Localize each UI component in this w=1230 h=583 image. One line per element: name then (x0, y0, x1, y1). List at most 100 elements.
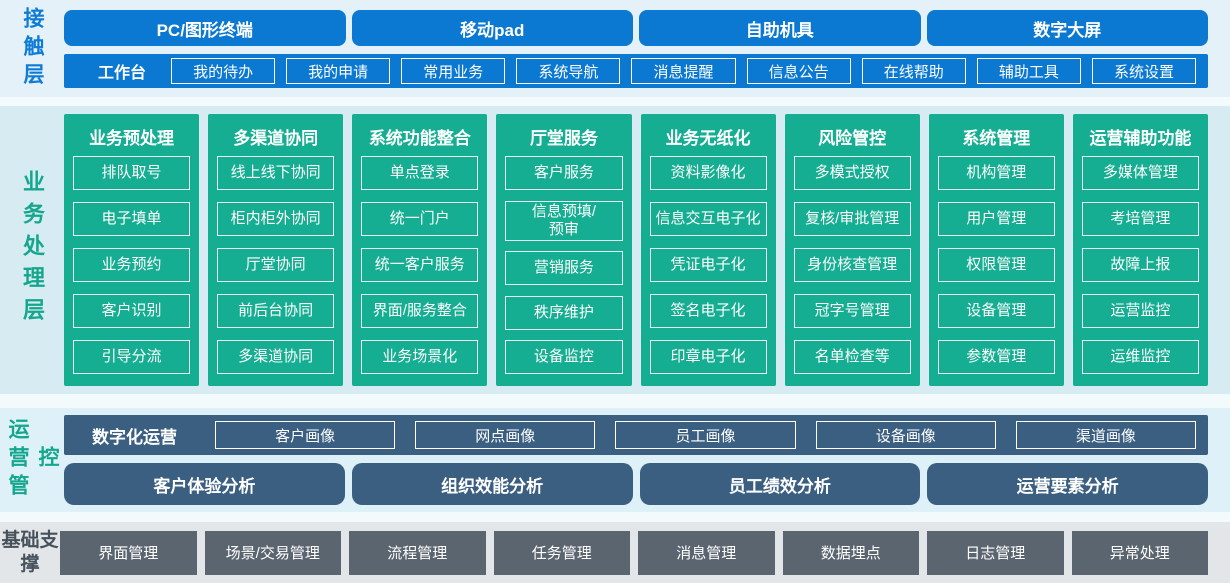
business-item-button[interactable]: 排队取号 (73, 156, 191, 190)
business-column: 厅堂服务 客户服务 信息预填/ 预审 营销服务 秩序维护 设备监控 (496, 114, 632, 386)
business-column: 运营辅助功能 多媒体管理 考培管理 故障上报 运营监控 运维监控 (1072, 114, 1208, 386)
workbench-item-button[interactable]: 我的待办 (171, 58, 276, 84)
business-item-button[interactable]: 资料影像化 (649, 156, 767, 190)
business-item-button[interactable]: 业务预约 (73, 248, 191, 282)
workbench-item-button[interactable]: 我的申请 (286, 58, 391, 84)
section-divider (0, 394, 1230, 408)
terminal-row: PC/图形终端 移动pad 自助机具 数字大屏 (64, 10, 1208, 46)
workbench-item-button[interactable]: 辅助工具 (976, 58, 1081, 84)
digital-operations-bar: 数字化运营 客户画像 网点画像 员工画像 设备画像 渠道画像 (64, 415, 1208, 455)
business-item-button[interactable]: 厅堂协同 (217, 248, 335, 282)
terminal-button[interactable]: PC/图形终端 (64, 10, 346, 46)
business-item-button[interactable]: 引导分流 (73, 340, 191, 374)
analysis-button[interactable]: 员工绩效分析 (639, 463, 921, 505)
business-column: 系统管理 机构管理 用户管理 权限管理 设备管理 参数管理 (928, 114, 1064, 386)
business-item-button[interactable]: 单点登录 (361, 156, 479, 190)
foundation-item-button[interactable]: 界面管理 (60, 530, 197, 575)
analysis-row: 客户体验分析 组织效能分析 员工绩效分析 运营要素分析 (64, 463, 1208, 505)
business-item-button[interactable]: 冠字号管理 (793, 294, 911, 328)
profile-button[interactable]: 网点画像 (415, 421, 596, 449)
business-item-button[interactable]: 多模式授权 (793, 156, 911, 190)
analysis-button[interactable]: 组织效能分析 (351, 463, 633, 505)
foundation-item-button[interactable]: 场景/交易管理 (204, 530, 341, 575)
foundation-item-button[interactable]: 流程管理 (349, 530, 486, 575)
business-item-button[interactable]: 业务场景化 (361, 340, 479, 374)
business-item-button[interactable]: 秩序维护 (505, 295, 623, 330)
business-item-button[interactable]: 信息预填/ 预审 (505, 200, 623, 241)
analysis-button[interactable]: 运营要素分析 (927, 463, 1208, 505)
workbench-item-button[interactable]: 系统导航 (516, 58, 621, 84)
operations-layer-section: 运营管控 数字化运营 客户画像 网点画像 员工画像 设备画像 渠道画像 客户体验… (0, 408, 1230, 512)
section-divider (0, 512, 1230, 522)
terminal-button[interactable]: 自助机具 (639, 10, 921, 46)
business-item-button[interactable]: 运营监控 (1081, 294, 1199, 328)
foundation-item-button[interactable]: 消息管理 (638, 530, 775, 575)
analysis-button[interactable]: 客户体验分析 (64, 463, 345, 505)
digital-operations-label: 数字化运营 (92, 427, 177, 447)
business-column-title: 风险管控 (818, 128, 887, 148)
operations-layer-label: 运营管控 (6, 418, 59, 502)
business-item-button[interactable]: 客户服务 (505, 156, 623, 190)
business-column-title: 业务无纸化 (665, 128, 751, 148)
business-item-button[interactable]: 信息交互电子化 (649, 202, 767, 236)
business-item-button[interactable]: 签名电子化 (649, 294, 767, 328)
business-item-button[interactable]: 前后台协同 (217, 294, 335, 328)
business-item-button[interactable]: 界面/服务整合 (361, 294, 479, 328)
business-item-button[interactable]: 身份核查管理 (793, 248, 911, 282)
terminal-button[interactable]: 数字大屏 (926, 10, 1208, 46)
workbench-label: 工作台 (98, 65, 147, 82)
business-column-title: 厅堂服务 (529, 128, 598, 148)
business-item-button[interactable]: 设备管理 (937, 294, 1055, 328)
terminal-button[interactable]: 移动pad (351, 10, 633, 46)
business-item-button[interactable]: 机构管理 (937, 156, 1055, 190)
workbench-item-button[interactable]: 信息公告 (746, 58, 851, 84)
operations-layer-content: 数字化运营 客户画像 网点画像 员工画像 设备画像 渠道画像 客户体验分析 组织… (64, 408, 1230, 512)
contact-layer-section: 接触层 PC/图形终端 移动pad 自助机具 数字大屏 工作台 我的待办 我的申… (0, 0, 1230, 97)
business-column: 多渠道协同 线上线下协同 柜内柜外协同 厅堂协同 前后台协同 多渠道协同 (208, 114, 344, 386)
business-item-button[interactable]: 参数管理 (937, 340, 1055, 374)
profile-button[interactable]: 员工画像 (615, 421, 796, 449)
profile-button[interactable]: 设备画像 (815, 421, 996, 449)
profile-button[interactable]: 客户画像 (215, 421, 396, 449)
business-item-button[interactable]: 线上线下协同 (217, 156, 335, 190)
business-column-items: 排队取号 电子填单 业务预约 客户识别 引导分流 (73, 152, 191, 374)
business-item-button[interactable]: 复核/审批管理 (793, 202, 911, 236)
contact-layer-label: 接触层 (21, 6, 44, 91)
foundation-item-button[interactable]: 异常处理 (1071, 530, 1208, 575)
business-item-button[interactable]: 考培管理 (1081, 202, 1199, 236)
business-item-button[interactable]: 故障上报 (1081, 248, 1199, 282)
business-item-button[interactable]: 多渠道协同 (217, 340, 335, 374)
business-column-title: 系统功能整合 (368, 128, 471, 148)
business-column-items: 多模式授权 复核/审批管理 身份核查管理 冠字号管理 名单检查等 (793, 152, 911, 374)
foundation-item-button[interactable]: 日志管理 (927, 530, 1064, 575)
business-item-button[interactable]: 柜内柜外协同 (217, 202, 335, 236)
foundation-row: 界面管理 场景/交易管理 流程管理 任务管理 消息管理 数据埋点 日志管理 异常… (60, 530, 1230, 575)
business-column: 业务预处理 排队取号 电子填单 业务预约 客户识别 引导分流 (64, 114, 200, 386)
business-item-button[interactable]: 印章电子化 (649, 340, 767, 374)
business-item-button[interactable]: 运维监控 (1081, 340, 1199, 374)
workbench-item-button[interactable]: 系统设置 (1091, 58, 1196, 84)
business-item-button[interactable]: 统一门户 (361, 202, 479, 236)
business-item-button[interactable]: 营销服务 (505, 251, 623, 285)
business-item-button[interactable]: 名单检查等 (793, 340, 911, 374)
profile-button[interactable]: 渠道画像 (1015, 421, 1197, 449)
workbench-bar: 工作台 我的待办 我的申请 常用业务 系统导航 消息提醒 信息公告 在线帮助 辅… (64, 54, 1208, 88)
business-item-button[interactable]: 多媒体管理 (1081, 156, 1199, 190)
business-item-button[interactable]: 凭证电子化 (649, 248, 767, 282)
business-column: 风险管控 多模式授权 复核/审批管理 身份核查管理 冠字号管理 名单检查等 (784, 114, 920, 386)
business-item-button[interactable]: 权限管理 (937, 248, 1055, 282)
business-column-title: 运营辅助功能 (1089, 128, 1192, 148)
business-item-button[interactable]: 电子填单 (73, 202, 191, 236)
business-item-button[interactable]: 用户管理 (937, 202, 1055, 236)
foundation-item-button[interactable]: 任务管理 (493, 530, 630, 575)
workbench-item-button[interactable]: 消息提醒 (631, 58, 736, 84)
business-item-button[interactable]: 设备监控 (505, 340, 623, 374)
workbench-item-button[interactable]: 常用业务 (401, 58, 506, 84)
contact-layer-content: PC/图形终端 移动pad 自助机具 数字大屏 工作台 我的待办 我的申请 常用… (64, 0, 1230, 97)
workbench-item-button[interactable]: 在线帮助 (861, 58, 966, 84)
business-column-title: 多渠道协同 (233, 128, 319, 148)
business-item-button[interactable]: 客户识别 (73, 294, 191, 328)
foundation-item-button[interactable]: 数据埋点 (782, 530, 919, 575)
business-item-button[interactable]: 统一客户服务 (361, 248, 479, 282)
